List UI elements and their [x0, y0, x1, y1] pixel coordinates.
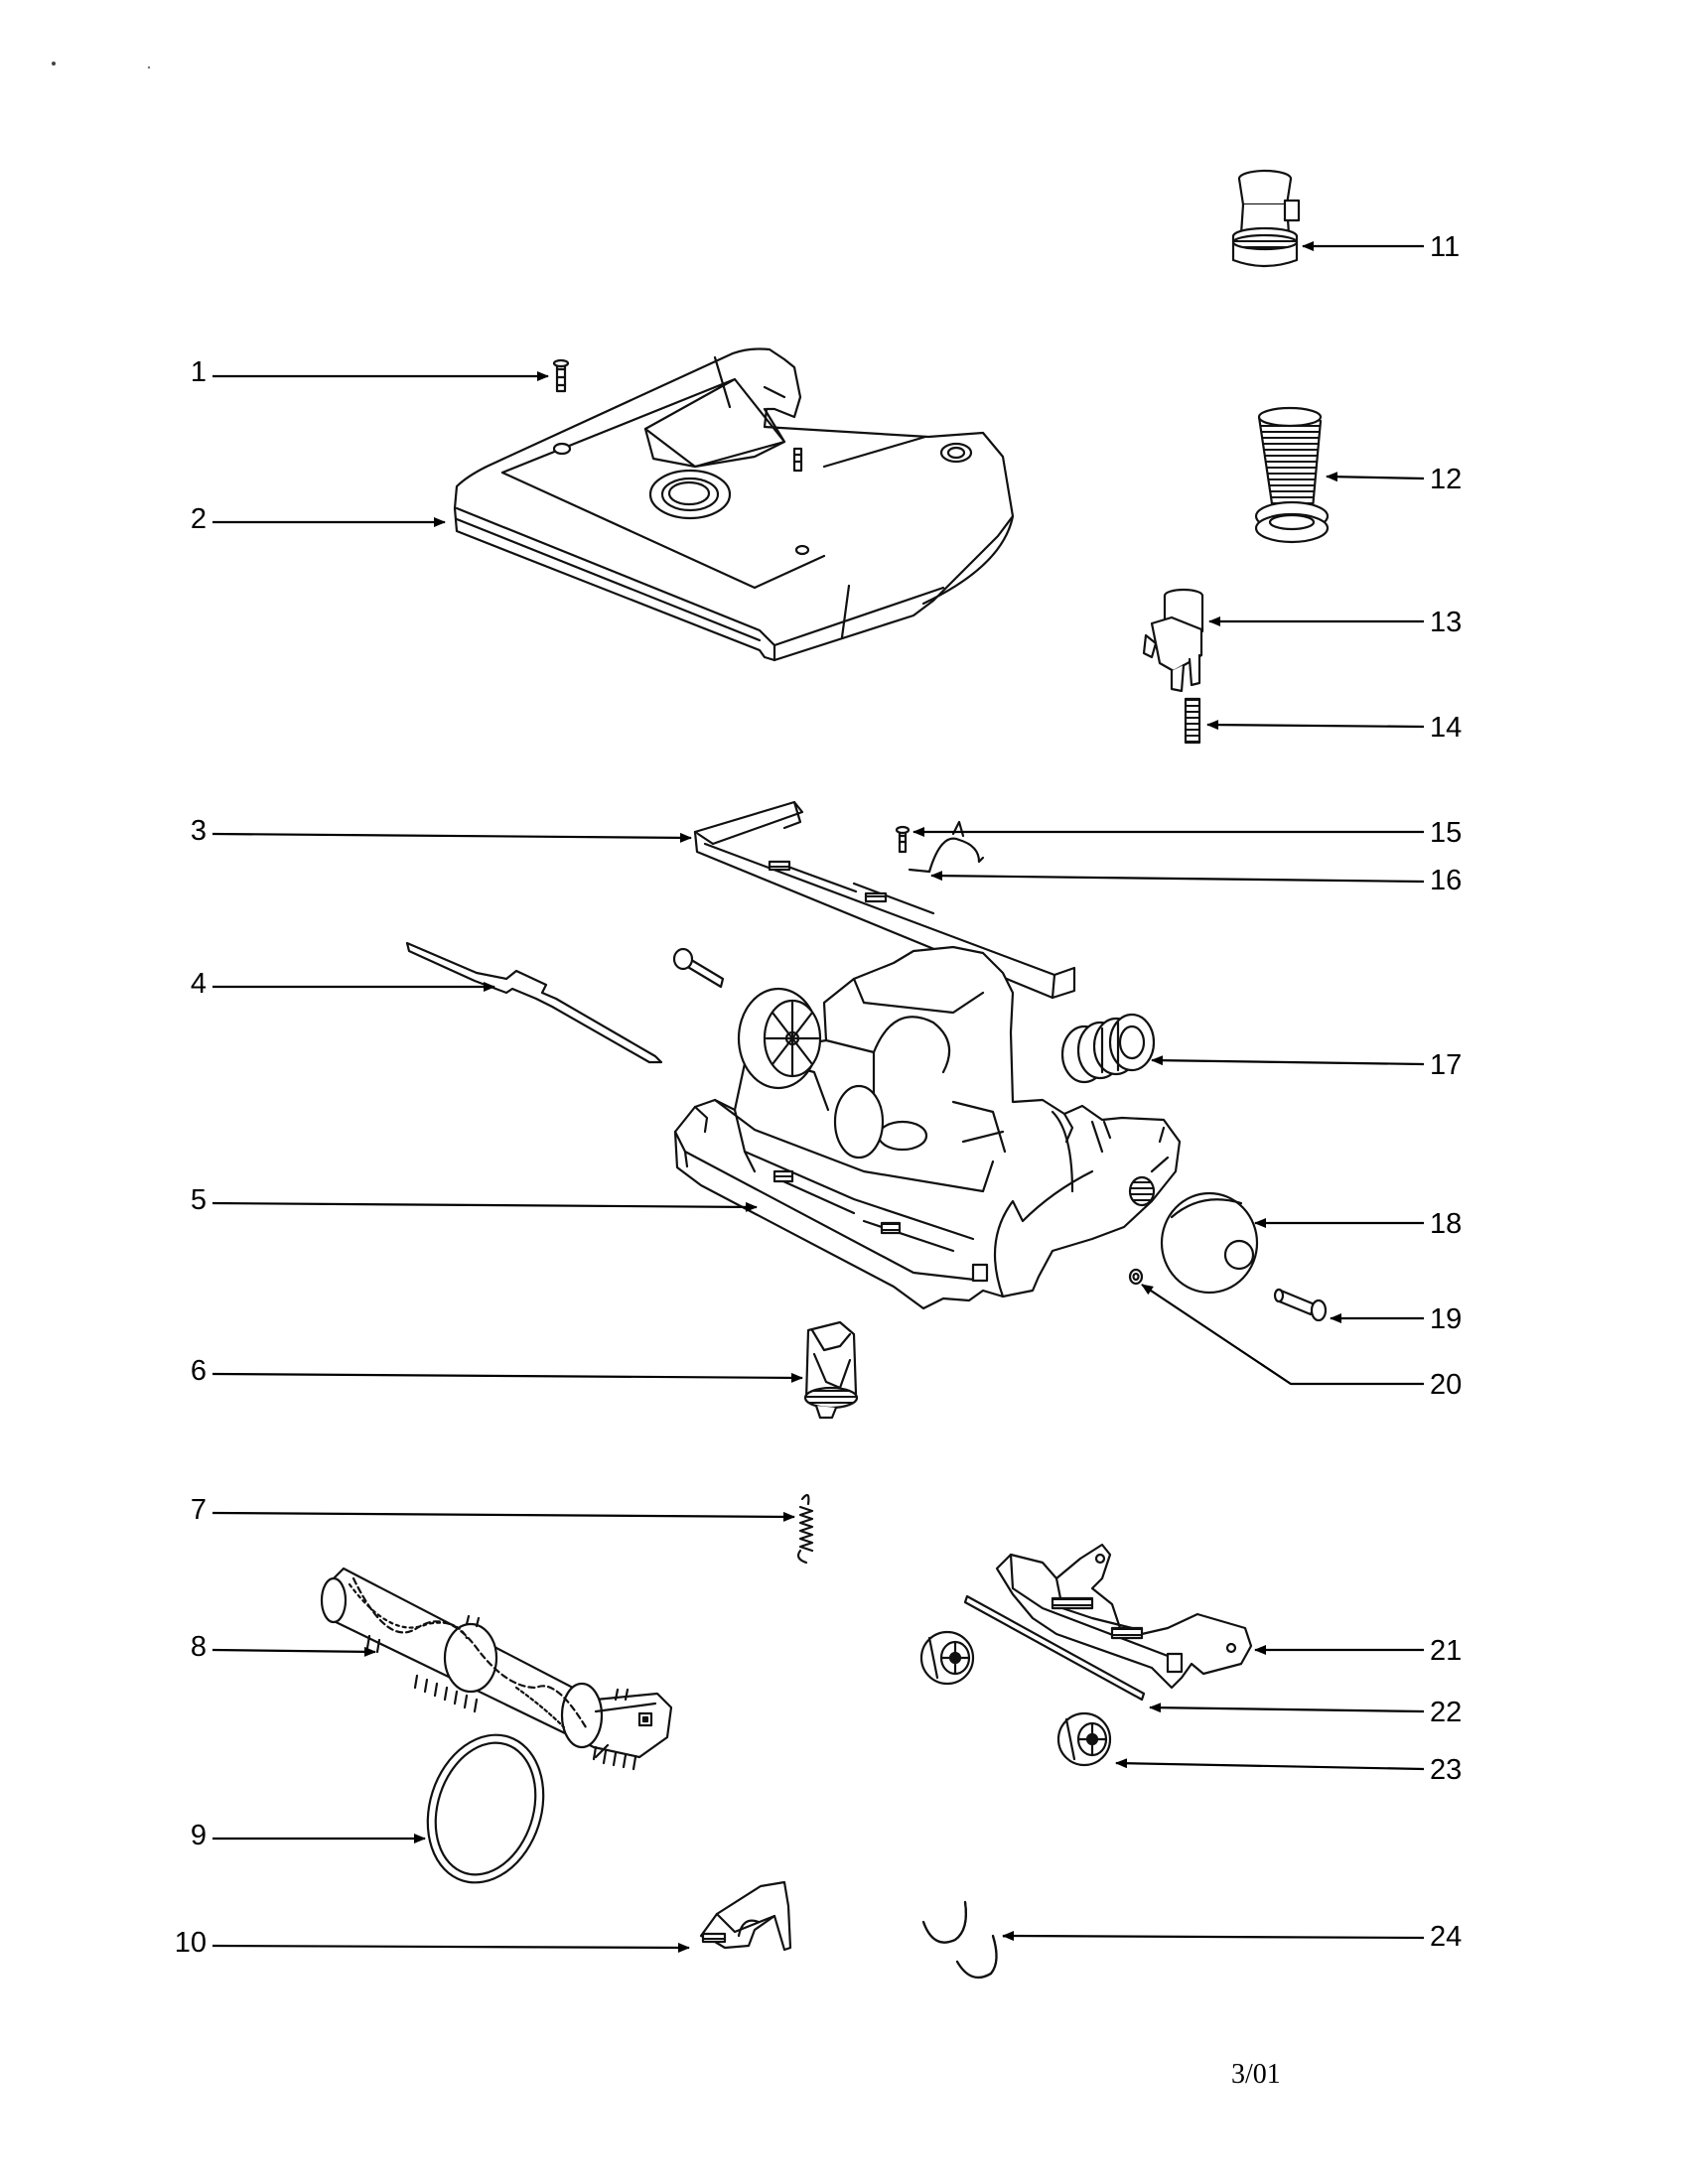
leader-line-5 — [211, 1201, 758, 1212]
brush-bristles — [365, 1614, 637, 1771]
part-20-washer — [1128, 1268, 1144, 1286]
callout-number-22: 22 — [1430, 1697, 1462, 1728]
callout-number-21: 21 — [1430, 1635, 1462, 1667]
part-21-plate — [995, 1543, 1253, 1690]
part-1-screw — [552, 358, 570, 393]
callout-number-8: 8 — [191, 1631, 207, 1663]
callout-number-3: 3 — [191, 815, 207, 847]
part-24-clips — [921, 1900, 998, 1979]
part-22-rod — [963, 1594, 1146, 1702]
leader-line-23 — [1115, 1758, 1425, 1771]
callout-number-9: 9 — [191, 1820, 207, 1851]
scan-specks — [52, 62, 151, 69]
callout-number-12: 12 — [1430, 464, 1462, 495]
part-13-switch — [1142, 588, 1204, 693]
leader-line-8 — [211, 1646, 376, 1657]
leader-line-12 — [1326, 472, 1425, 482]
callout-number-13: 13 — [1430, 607, 1462, 638]
callout-number-24: 24 — [1430, 1921, 1462, 1953]
leader-line-17 — [1151, 1055, 1425, 1066]
callout-number-18: 18 — [1430, 1208, 1462, 1240]
callout-number-11: 11 — [1430, 231, 1460, 263]
part-7-spring — [796, 1493, 814, 1565]
callout-number-5: 5 — [191, 1184, 207, 1216]
part-23-roller-left — [919, 1630, 975, 1686]
leader-line-6 — [211, 1372, 803, 1383]
callout-leaders — [211, 241, 1425, 1953]
part-4-strip — [405, 941, 663, 1064]
callout-number-6: 6 — [191, 1355, 207, 1387]
part-9-belt — [426, 1733, 545, 1884]
part-12-hose — [1254, 406, 1330, 544]
leader-line-20 — [1141, 1284, 1424, 1386]
callout-number-20: 20 — [1430, 1369, 1462, 1401]
part-8-brushroll — [320, 1567, 673, 1771]
part-18-wheel — [1160, 1191, 1259, 1295]
part-19-bolt — [1273, 1288, 1328, 1322]
callout-number-4: 4 — [191, 968, 207, 1000]
callout-number-10: 10 — [175, 1927, 207, 1959]
leader-line-16 — [930, 871, 1425, 884]
leader-line-14 — [1206, 720, 1425, 731]
leader-line-3 — [211, 832, 692, 843]
callout-number-15: 15 — [1430, 817, 1462, 849]
part-11-connector — [1231, 169, 1301, 268]
leader-line-22 — [1149, 1703, 1425, 1713]
leader-line-7 — [211, 1511, 795, 1522]
part-2-hood-cover — [453, 347, 1015, 662]
part-17-coupling — [1060, 1013, 1156, 1084]
revision-date: 3/01 — [1231, 2059, 1281, 2090]
part-10-bracket — [699, 1880, 792, 1952]
leader-line-24 — [1002, 1931, 1425, 1942]
callout-number-14: 14 — [1430, 712, 1462, 744]
callout-number-19: 19 — [1430, 1303, 1462, 1335]
callout-number-16: 16 — [1430, 865, 1462, 896]
callout-number-17: 17 — [1430, 1049, 1462, 1081]
part-15-screw — [895, 825, 911, 854]
part-6-adapter — [803, 1320, 859, 1420]
callout-number-23: 23 — [1430, 1754, 1462, 1786]
callout-number-7: 7 — [191, 1494, 207, 1526]
part-5-base-housing — [673, 945, 1182, 1310]
part-23-roller-right — [1056, 1711, 1112, 1767]
callout-number-2: 2 — [191, 503, 207, 535]
leader-line-10 — [211, 1942, 690, 1953]
part-rear-wheel-left — [672, 947, 822, 1090]
callout-number-1: 1 — [191, 356, 207, 388]
part-16-clamp — [908, 820, 985, 874]
part-14-spring — [1184, 697, 1201, 745]
